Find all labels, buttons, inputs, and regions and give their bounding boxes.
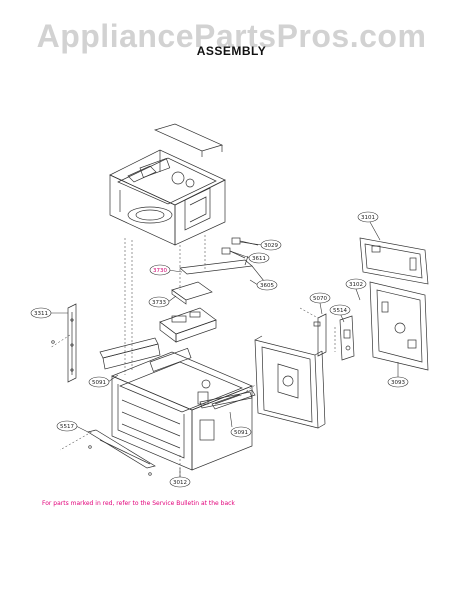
red-parts-footnote: For parts marked in red, refer to the Se… — [42, 500, 235, 507]
callout-3733-label: 3733 — [152, 300, 166, 306]
callout-3102: 3102 — [345, 278, 367, 301]
front-frame-trim — [99, 337, 161, 370]
lower-oven-cavity — [111, 347, 253, 471]
callout-5091-left: 5091 — [88, 374, 119, 388]
callout-5517: 5517 — [56, 420, 89, 433]
callout-3733: 3733 — [148, 295, 177, 308]
rear-panel — [369, 281, 429, 371]
callout-5514: 5514 — [329, 304, 351, 323]
callout-5517-label: 5517 — [60, 424, 74, 430]
left-side-rail — [51, 303, 77, 383]
diagram-title: ASSEMBLY — [196, 44, 267, 58]
callout-3029-label: 3029 — [264, 243, 278, 249]
alignment-lines — [49, 235, 336, 478]
top-cover-plate — [153, 123, 224, 157]
callout-3012: 3012 — [169, 468, 191, 488]
callout-3012-label: 3012 — [173, 480, 187, 486]
hinge-bracket — [313, 313, 327, 357]
bottom-front-trim — [87, 429, 156, 476]
callout-3611: 3611 — [229, 250, 270, 264]
cavity-side-rail — [211, 389, 256, 410]
callout-3101-label: 3101 — [361, 215, 375, 221]
callout-3605-label: 3605 — [260, 283, 274, 289]
callout-3102-label: 3102 — [349, 282, 363, 288]
callout-5070-label: 5070 — [313, 296, 327, 302]
callout-3093: 3093 — [387, 362, 409, 388]
callout-5091-left-label: 5091 — [92, 380, 106, 386]
callout-3611-label: 3611 — [252, 256, 266, 262]
callout-3730: 3730 — [149, 264, 183, 276]
callout-5070: 5070 — [309, 292, 331, 315]
callout-3730-label: 3730 — [153, 268, 167, 274]
control-board-assembly — [159, 307, 217, 343]
control-board-pcb — [171, 281, 213, 305]
callout-3101: 3101 — [357, 211, 381, 241]
door-frame-panel — [254, 335, 326, 429]
callout-5091-right: 5091 — [229, 411, 252, 438]
back-top-bracket — [359, 237, 429, 285]
callout-3311: 3311 — [30, 307, 68, 319]
callout-3605: 3605 — [249, 279, 278, 291]
callout-3311-label: 3311 — [34, 311, 48, 317]
site-watermark: AppliancePartsPros.com — [36, 18, 427, 54]
callout-3093-label: 3093 — [391, 380, 405, 386]
callout-5091-right-label: 5091 — [234, 430, 248, 436]
upper-cavity-frame — [109, 149, 226, 246]
callout-5514-label: 5514 — [333, 308, 347, 314]
latch-bracket — [339, 315, 355, 361]
callout-3029: 3029 — [239, 239, 282, 251]
